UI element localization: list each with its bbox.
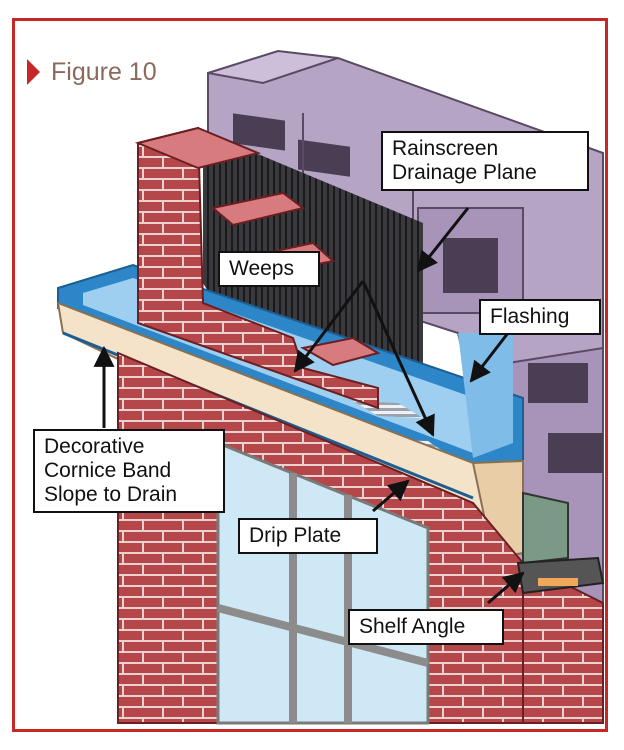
figure-frame: Rainscreen Drainage Plane Weeps Flashing… [12,18,608,732]
callout-flashing-text: Flashing [490,305,570,328]
shelf-angle [516,491,605,595]
callout-rainscreen: Rainscreen Drainage Plane [381,131,589,191]
callout-cornice-line3: Slope to Drain [44,483,178,506]
callout-weeps-text: Weeps [229,257,294,280]
figure-title: Figure 10 [51,58,157,86]
callout-rainscreen-line1: Rainscreen [392,137,499,160]
callout-cornice-line2: Cornice Band [44,459,172,482]
figure-marker-triangle [27,59,40,85]
callout-cornice-line1: Decorative [44,435,145,458]
callout-cornice: Decorative Cornice Band Slope to Drain [33,429,225,513]
callout-shelf-angle: Shelf Angle [348,609,504,645]
callout-drip-plate: Drip Plate [238,518,378,554]
callout-shelf-angle-text: Shelf Angle [359,615,466,638]
callout-flashing: Flashing [479,299,601,335]
leader-lines [93,207,525,605]
callout-drip-plate-text: Drip Plate [249,524,342,547]
callout-weeps: Weeps [218,251,320,287]
callout-rainscreen-line2: Drainage Plane [392,161,537,184]
wall-section-illustration [56,49,605,725]
